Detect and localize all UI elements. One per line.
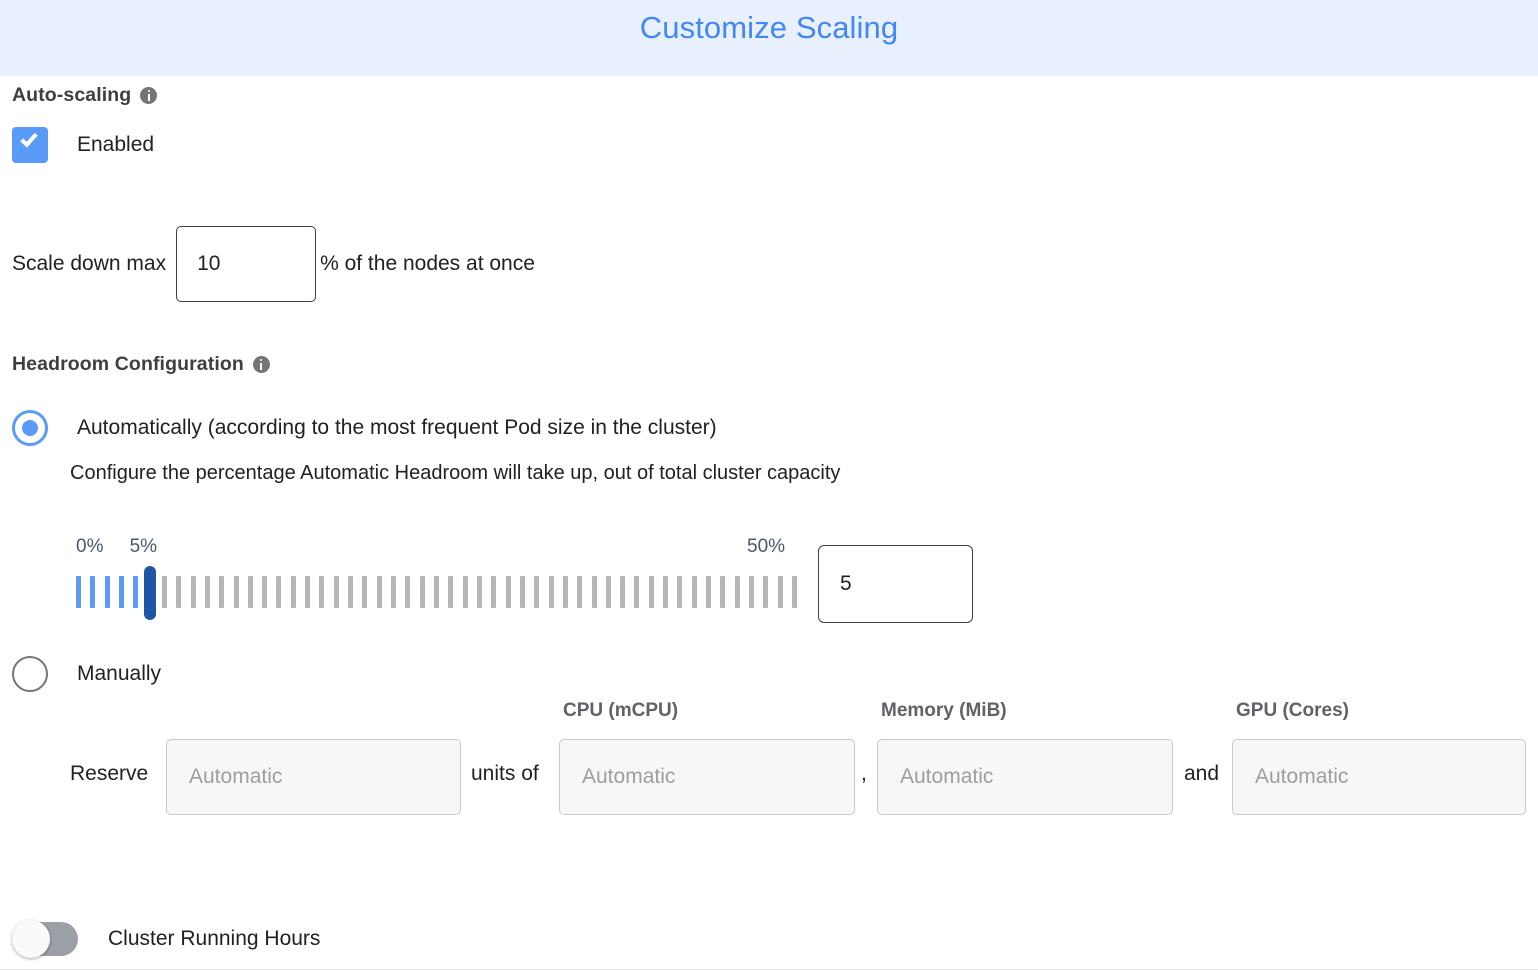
- auto-scaling-enabled-label: Enabled: [77, 133, 155, 156]
- slider-tick: [648, 576, 654, 608]
- slider-tick: [333, 576, 339, 608]
- toggle-knob: [12, 920, 50, 958]
- check-icon: [20, 129, 38, 148]
- slider-tick: [749, 576, 755, 608]
- memory-input[interactable]: [877, 739, 1173, 815]
- slider-tick: [76, 576, 81, 608]
- slider-tick: [534, 576, 540, 608]
- slider-tick: [677, 576, 683, 608]
- headroom-automatic-label: Automatically (according to the most fre…: [77, 416, 717, 439]
- slider-tick: [634, 576, 640, 608]
- headroom-automatic-row[interactable]: Automatically (according to the most fre…: [12, 410, 717, 446]
- and-label: and: [1184, 762, 1220, 785]
- slider-tick: [276, 576, 282, 608]
- slider-tick: [247, 576, 253, 608]
- slider-tick: [118, 576, 124, 608]
- slider-tick: [262, 576, 268, 608]
- scale-down-max-row: Scale down max % of the nodes at once: [12, 226, 535, 302]
- page-title: Customize Scaling: [639, 10, 899, 45]
- slider-tick: [620, 576, 626, 608]
- auto-scaling-section: Auto-scaling: [12, 84, 158, 107]
- slider-track[interactable]: [76, 576, 806, 610]
- headroom-manual-radio[interactable]: [12, 656, 48, 692]
- slider-tick: [591, 576, 597, 608]
- auto-scaling-enabled-row[interactable]: Enabled: [12, 127, 154, 163]
- dialog-header: Customize Scaling: [0, 0, 1538, 76]
- slider-tick: [706, 576, 712, 608]
- slider-tick: [476, 576, 482, 608]
- headroom-automatic-help-text: Configure the percentage Automatic Headr…: [70, 462, 841, 484]
- slider-tick: [448, 576, 454, 608]
- manual-reserve-row: CPU (mCPU) Memory (MiB) GPU (Cores) Rese…: [0, 694, 1538, 839]
- slider-min-label: 0%: [76, 536, 104, 557]
- slider-tick: [190, 576, 196, 608]
- headroom-percentage-slider[interactable]: 0% 5% 50%: [76, 536, 816, 632]
- auto-scaling-enabled-checkbox[interactable]: [12, 127, 48, 163]
- slider-tick: [161, 576, 167, 608]
- slider-tick: [233, 576, 239, 608]
- slider-tick: [792, 576, 797, 608]
- scale-down-max-label: Scale down max: [12, 252, 167, 275]
- slider-tick: [491, 576, 497, 608]
- slider-tick: [720, 576, 726, 608]
- slider-tick: [519, 576, 525, 608]
- cpu-field-header: CPU (mCPU): [563, 700, 679, 721]
- slider-tick: [376, 576, 382, 608]
- headroom-automatic-radio[interactable]: [12, 410, 48, 446]
- slider-tick: [405, 576, 411, 608]
- slider-tick: [605, 576, 611, 608]
- units-of-label: units of: [471, 762, 539, 785]
- slider-tick: [90, 576, 96, 608]
- auto-scaling-label: Auto-scaling: [12, 84, 132, 106]
- slider-tick: [777, 576, 783, 608]
- slider-tick: [434, 576, 439, 608]
- cpu-input[interactable]: [559, 739, 855, 815]
- slider-tick: [763, 576, 769, 608]
- slider-tick: [348, 576, 354, 608]
- slider-tick: [104, 576, 110, 608]
- gpu-field-header: GPU (Cores): [1236, 700, 1349, 721]
- headroom-percentage-input[interactable]: [818, 545, 973, 623]
- slider-tick: [219, 576, 225, 608]
- memory-field-header: Memory (MiB): [881, 700, 1007, 721]
- slider-tick: [548, 576, 554, 608]
- slider-handle[interactable]: [144, 566, 157, 620]
- comma-separator: ,: [861, 762, 867, 785]
- info-icon[interactable]: [252, 356, 270, 374]
- reserve-label: Reserve: [70, 762, 149, 785]
- headroom-manual-label: Manually: [77, 662, 162, 685]
- info-icon[interactable]: [140, 87, 158, 105]
- scale-down-max-input[interactable]: [176, 226, 317, 302]
- slider-tick: [319, 576, 325, 608]
- headroom-configuration-label: Headroom Configuration: [12, 353, 244, 375]
- slider-tick: [290, 576, 296, 608]
- cluster-running-hours-toggle[interactable]: [12, 920, 78, 958]
- slider-max-label: 50%: [747, 536, 786, 557]
- slider-tick: [691, 576, 697, 608]
- cluster-running-hours-label: Cluster Running Hours: [108, 927, 321, 950]
- reserve-units-input[interactable]: [166, 739, 461, 815]
- slider-tick: [505, 576, 511, 608]
- slider-tick: [391, 576, 397, 608]
- slider-tick: [419, 576, 425, 608]
- gpu-input[interactable]: [1232, 739, 1526, 815]
- slider-tick: [734, 576, 740, 608]
- slider-tick: [663, 576, 669, 608]
- slider-tick: [305, 576, 311, 608]
- slider-tick: [204, 576, 210, 608]
- slider-tick: [462, 576, 468, 608]
- cluster-running-hours-row[interactable]: Cluster Running Hours: [12, 920, 321, 958]
- scale-down-max-suffix: % of the nodes at once: [320, 252, 535, 275]
- slider-tick: [577, 576, 583, 608]
- headroom-manual-row[interactable]: Manually: [12, 656, 161, 692]
- headroom-configuration-section: Headroom Configuration: [12, 353, 270, 376]
- slider-tick: [133, 576, 139, 608]
- slider-tick: [562, 576, 568, 608]
- slider-tick: [362, 576, 368, 608]
- slider-tick: [176, 576, 182, 608]
- slider-current-label: 5%: [129, 536, 158, 557]
